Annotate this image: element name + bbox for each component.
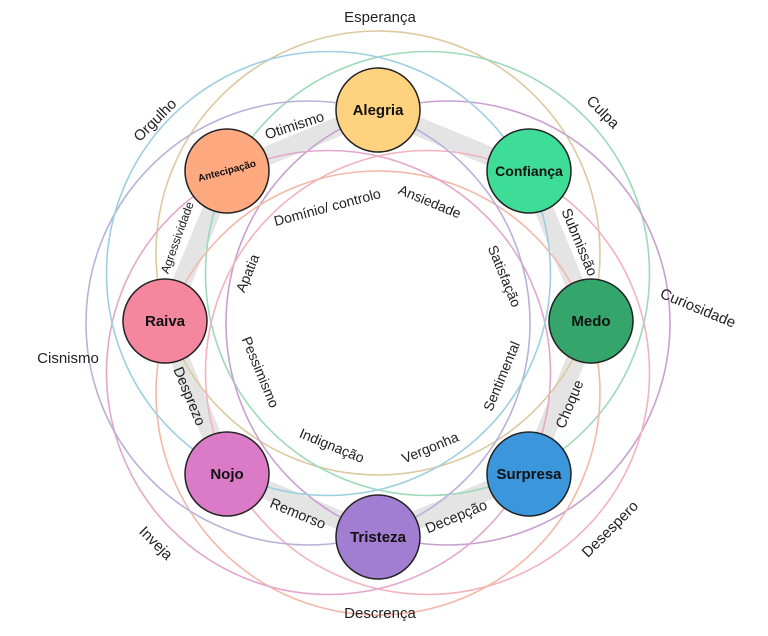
core-emotion-circle [335,494,421,580]
tertiary-dyad-label: Orgulho [130,95,180,145]
core-emotion-circle [184,128,270,214]
core-emotion-disgust: Nojo [184,431,270,517]
core-emotion-anger: Raiva [122,278,208,364]
tertiary-dyad-label: Esperança [344,9,416,26]
svg-text:Nojo: Nojo [210,466,243,483]
tertiary-dyad-label: Desespero [579,498,642,561]
secondary-dyad-label: Pessimismo [239,334,283,410]
core-emotion-circle [335,67,421,153]
svg-text:Tristeza: Tristeza [350,529,407,546]
tertiary-dyad-label: Cisnismo [37,350,99,367]
tertiary-dyad-label: Inveja [135,523,176,564]
core-emotion-circle [122,278,208,364]
core-emotion-anticipation: Antecipação [184,128,270,214]
svg-text:Raiva: Raiva [145,313,186,330]
core-emotion-circle [486,431,572,517]
secondary-dyad-label: Ansiedade [396,181,463,221]
svg-text:Medo: Medo [571,313,610,330]
tertiary-dyad-label: Culpa [583,92,623,132]
core-emotion-joy: Alegria [335,67,421,153]
dyad-ring [155,30,601,476]
tertiary-dyad-label: Descrença [344,605,416,622]
core-emotion-surprise: Surpresa [486,431,572,517]
core-emotion-circle [486,128,572,214]
svg-text:Alegria: Alegria [353,102,405,119]
dyad-rings [85,30,671,616]
secondary-dyad-label: Domínio/ controlo [272,185,382,229]
secondary-dyad-label: Vergonha [399,428,461,466]
secondary-dyad-label: Sentimental [480,339,523,413]
core-emotion-circle [184,431,270,517]
dyad-ring [155,170,601,616]
svg-text:Confiança: Confiança [495,163,563,179]
core-emotion-trust: Confiança [486,128,572,214]
dyad-ring [105,50,552,497]
dyad-ring [225,100,671,546]
dyad-ring [85,100,531,546]
core-emotion-circle [548,278,634,364]
core-emotion-fear: Medo [548,278,634,364]
dyad-ring [204,149,651,596]
dyad-ring [204,50,651,497]
svg-text:Surpresa: Surpresa [496,466,562,483]
dyad-ring [105,149,552,596]
core-emotion-sadness: Tristeza [335,494,421,580]
